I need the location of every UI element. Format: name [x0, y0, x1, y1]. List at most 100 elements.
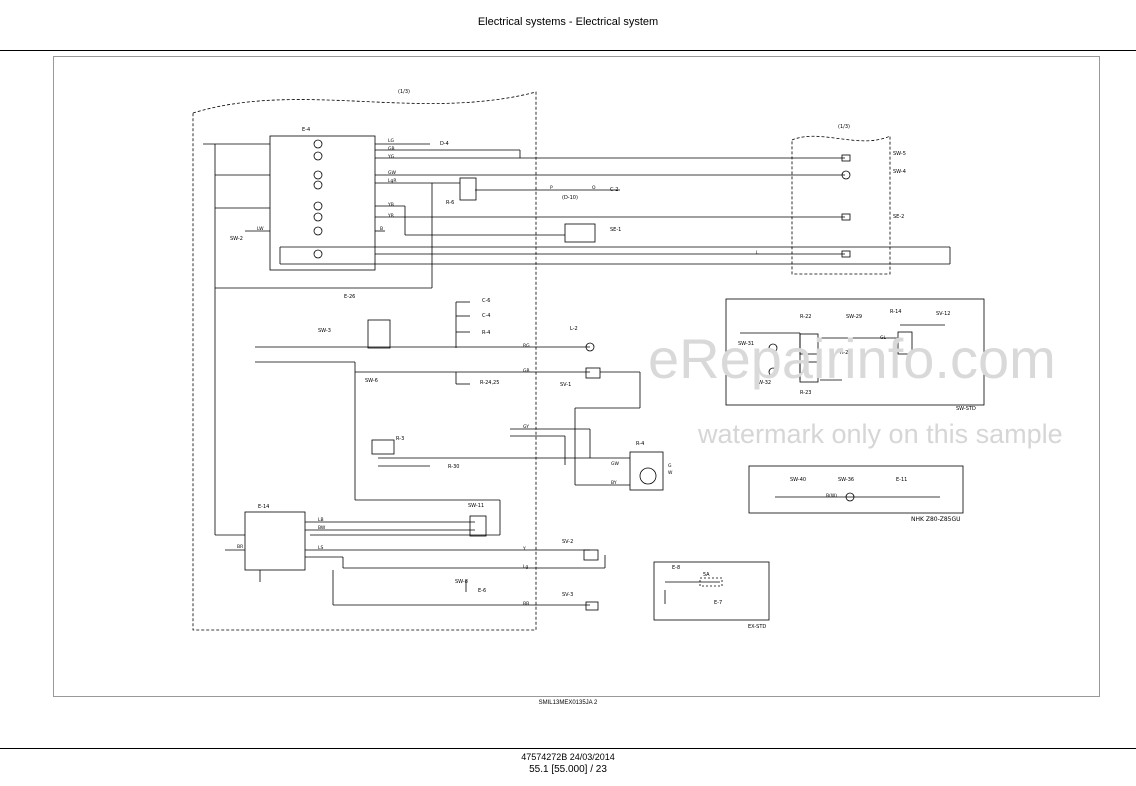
r4-upper-label: R-4 [482, 330, 490, 336]
r23-label: R-23 [800, 390, 811, 396]
wire-yr: YR [387, 213, 394, 219]
sw6-label: SW-6 [365, 378, 378, 384]
wire-bb: BB [523, 601, 529, 607]
sheet-left-label: (1/3) [398, 89, 410, 95]
sw11-label: SW-11 [468, 503, 484, 509]
footer-code: 47574272B 24/03/2014 [521, 752, 615, 762]
ex-std-box [653, 561, 770, 621]
sw36-label: SW-36 [838, 477, 854, 483]
wire-lgr: LgR [388, 178, 397, 184]
watermark-brand: eRepairinfo.com [648, 327, 1056, 390]
footer-page-number: 55.1 [55.000] / 23 [529, 764, 607, 775]
drawing-frame [53, 56, 1100, 697]
sv3-label: SV-3 [562, 592, 573, 598]
sw31-lamp [768, 343, 778, 353]
se1-sensor [564, 223, 596, 243]
wire-gw: GW [388, 170, 396, 176]
c6-label: C-6 [482, 298, 490, 304]
wire-lb: LB [318, 517, 324, 523]
wire-rg: RG [523, 343, 530, 349]
wire-lw: LW [257, 226, 264, 232]
sw32-label: SW-32 [755, 380, 771, 386]
c4-label: C-4 [482, 313, 490, 319]
sv3-valve [585, 601, 599, 611]
sw5-label: SW-5 [893, 151, 906, 157]
watermark-note: watermark only on this sample [697, 419, 1063, 449]
nhk-box [748, 465, 964, 514]
r22-label: R-22 [800, 314, 811, 320]
e8-label: E-8 [672, 565, 680, 571]
e26-label: E-26 [344, 294, 355, 300]
e4-relay-block [269, 135, 376, 271]
e7-label: E-7 [714, 600, 722, 606]
sheet-right-label: (1/3) [838, 124, 850, 130]
sw40-label: SW-40 [790, 477, 806, 483]
wire-y: Y [522, 546, 526, 552]
model-note: NHK Z80-Z85GU [911, 516, 961, 523]
c2-label: C-2 [610, 187, 618, 193]
left-sheet-outline [192, 91, 537, 631]
wire-p: P [550, 185, 553, 191]
sw4-label: SW-4 [893, 169, 906, 175]
r2425-label: R-24,25 [480, 380, 499, 386]
sw-std-note: SW-STD [956, 406, 976, 412]
sv1-valve [585, 367, 601, 379]
wire-yb: YB [387, 202, 394, 208]
fuse-rating-label: 5A [703, 572, 710, 578]
sw31-label: SW-31 [738, 341, 754, 347]
sv2-label: SV-2 [562, 539, 573, 545]
r23-relay [799, 361, 819, 383]
wire-ls: LS [318, 545, 324, 551]
e4-label: E-4 [302, 127, 310, 133]
sw36-lamp [845, 492, 855, 502]
wire-gy: GY [523, 424, 529, 430]
r4-motor-box [629, 451, 664, 491]
wire-bw: BW [318, 525, 326, 531]
e4-bus-lines [203, 143, 951, 535]
wire-gl: GL [880, 335, 886, 341]
wire-by: BY [611, 480, 617, 486]
right-connectors [841, 154, 851, 258]
mid-section-lines [255, 301, 641, 536]
d10-label: (D-10) [562, 195, 578, 201]
sw-std-box [725, 298, 985, 406]
r3-label: R-3 [396, 436, 404, 442]
wire-w: W [668, 470, 673, 476]
r6-relay [459, 177, 477, 201]
r22-relay [799, 333, 819, 355]
r4-label: R-4 [636, 441, 644, 447]
e14-relay-block [244, 511, 306, 571]
e4-relay-circles [313, 139, 323, 259]
wire-bw-paren: B(W) [826, 493, 837, 499]
r14-label: R-14 [890, 309, 901, 315]
sw5-switch-block [367, 319, 391, 349]
wire-lg-lower: Lg [523, 564, 529, 570]
sw32-lamp [768, 367, 778, 377]
e11-label: E-11 [896, 477, 907, 483]
wire-g: G [668, 463, 672, 469]
fuse-5a [699, 577, 723, 587]
l2-label: L-2 [570, 326, 578, 332]
sw8-label: SW-8 [455, 579, 468, 585]
e14-lines [215, 521, 606, 606]
sw11-switch [469, 515, 487, 537]
document-reference: SMIL13MEX0135JA 2 [538, 700, 598, 706]
wire-o: O [592, 185, 596, 191]
sv1-label: SV-1 [560, 382, 571, 388]
footer-rule [0, 748, 1136, 749]
r3-relay [371, 439, 395, 455]
wire-b: B [380, 226, 383, 232]
r20-label: R-20 [840, 350, 851, 356]
wire-br: BR [237, 544, 243, 550]
wire-yg: YG [387, 154, 395, 160]
sw29-label: SW-29 [846, 314, 862, 320]
r30-label: R-30 [448, 464, 459, 470]
sv2-valve [583, 549, 599, 561]
wire-gb: GB [388, 146, 395, 152]
l2-lamp [585, 342, 595, 352]
header-rule [0, 50, 1136, 51]
r14-relay [897, 331, 913, 355]
wire-l: L [756, 250, 759, 256]
sw2-label: SW-2 [230, 236, 243, 242]
right-sheet-outline [791, 135, 891, 275]
